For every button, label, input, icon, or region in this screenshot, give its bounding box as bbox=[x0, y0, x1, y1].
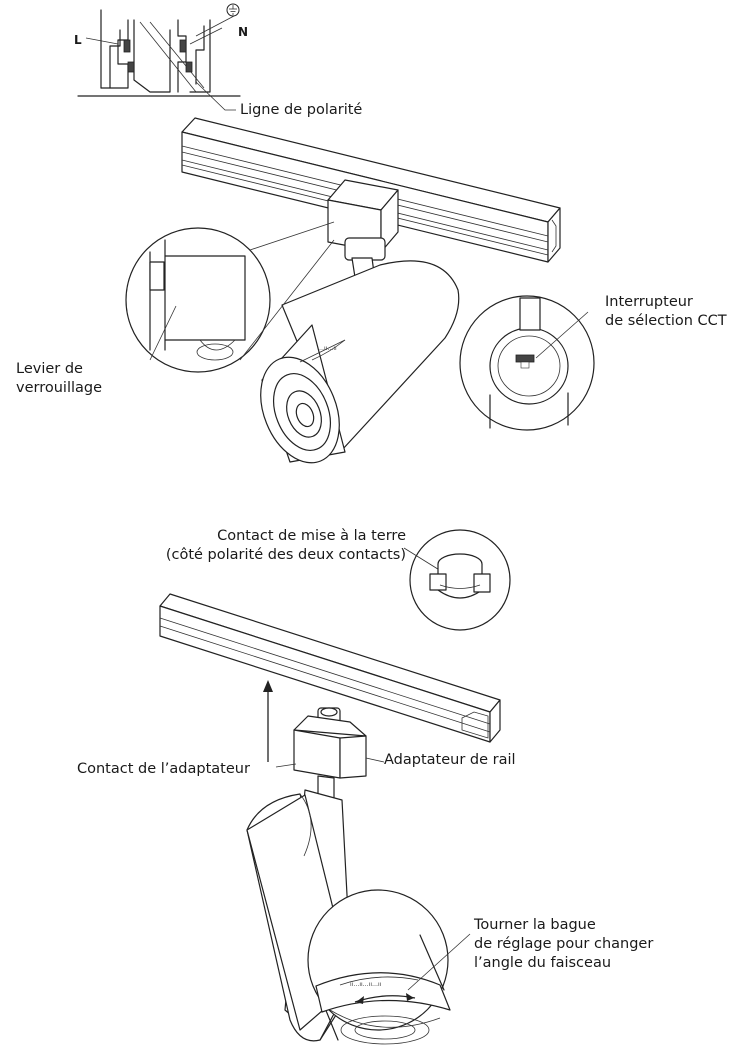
beam-ring-label-line3: l’angle du faisceau bbox=[474, 955, 612, 971]
ground-contact-label-line1: Contact de mise à la terre bbox=[217, 528, 406, 544]
live-terminal-label: L bbox=[74, 33, 82, 47]
ground-contact-label: Contact de mise à la terre (côté polarit… bbox=[166, 527, 406, 565]
up-arrow-icon bbox=[263, 680, 273, 762]
beam-ring-label: Tourner la bague de réglage pour changer… bbox=[474, 916, 653, 973]
locking-lever-magnifier bbox=[125, 221, 335, 373]
svg-text:ıı…ıı…ıı…ıı: ıı…ıı…ıı…ıı bbox=[350, 981, 382, 988]
locking-lever-label-line1: Levier de bbox=[16, 361, 83, 377]
locking-lever-label-line2: verrouillage bbox=[16, 380, 103, 396]
cct-switch-label-line1: Interrupteur bbox=[605, 294, 693, 310]
rail-adapter-label: Adaptateur de rail bbox=[384, 752, 516, 768]
beam-ring-label-line1: Tourner la bague bbox=[474, 917, 596, 933]
beam-ring-magnifier: ıı…ıı…ıı…ıı bbox=[307, 889, 471, 1045]
lower-track-rail bbox=[159, 593, 501, 743]
upper-spotlight-head: …ıı…ıı bbox=[260, 260, 460, 464]
ground-contact-magnifier bbox=[403, 529, 511, 631]
adapter-contact-label: Contact de l’adaptateur bbox=[77, 761, 250, 777]
locking-lever-label: Levier de verrouillage bbox=[16, 360, 102, 398]
rail-cross-section-detail bbox=[77, 9, 241, 111]
earth-ground-icon bbox=[226, 3, 240, 17]
ground-contact-label-line2: (côté polarité des deux contacts) bbox=[165, 547, 406, 563]
upper-rail-adapter bbox=[327, 179, 399, 349]
polarity-line-label: Ligne de polarité bbox=[240, 102, 363, 118]
neutral-terminal-label: N bbox=[238, 25, 249, 39]
cct-switch-magnifier bbox=[459, 295, 595, 431]
cct-switch-label-line2: de sélection CCT bbox=[605, 313, 727, 329]
svg-text:…ıı…ıı: …ıı…ıı bbox=[318, 345, 337, 352]
beam-ring-label-line2: de réglage pour changer bbox=[474, 936, 654, 952]
cct-switch-label: Interrupteur de sélection CCT bbox=[605, 293, 727, 331]
